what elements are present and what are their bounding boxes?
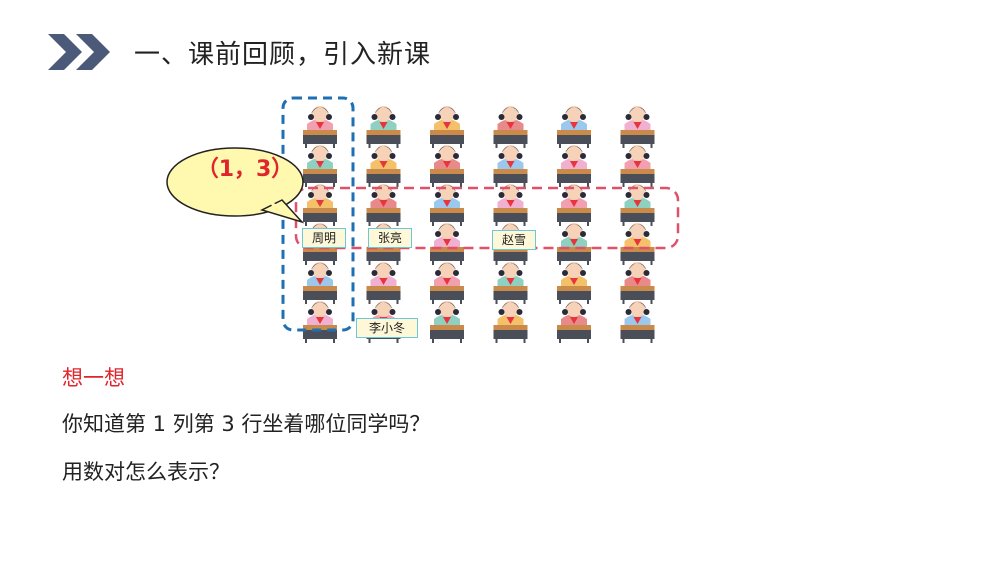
student-desk xyxy=(303,301,337,343)
student-desk xyxy=(557,184,591,226)
student-desk xyxy=(430,262,464,304)
student-desk xyxy=(303,106,337,148)
question-1: 你知道第 1 列第 3 行坐着哪位同学吗？ xyxy=(62,412,431,436)
student-desk xyxy=(493,301,528,343)
student-desk xyxy=(557,301,591,343)
student-desk xyxy=(303,262,337,304)
student-desk xyxy=(620,184,655,226)
coordinate-pair-text: （1，3） xyxy=(196,157,294,182)
nameplate-zhou-ming: 周明 xyxy=(302,228,346,248)
speech-bubble xyxy=(166,147,305,224)
student-desk xyxy=(620,223,655,265)
student-desk xyxy=(493,262,528,304)
question-2: 用数对怎么表示？ xyxy=(62,460,230,484)
chevron-double-right-icon xyxy=(48,34,110,70)
student-desk xyxy=(557,106,591,148)
student-desk xyxy=(303,184,337,226)
student-desk xyxy=(366,262,401,304)
student-desk xyxy=(430,223,464,265)
student-desk xyxy=(366,184,401,226)
student-desk xyxy=(430,184,464,226)
student-desk xyxy=(557,262,591,304)
page-title: 一、课前回顾，引入新课 xyxy=(134,40,432,70)
nameplate-zhang-liang: 张亮 xyxy=(368,228,412,248)
highlight-row xyxy=(294,186,680,250)
student-desk xyxy=(620,301,655,343)
student-desk xyxy=(620,106,655,148)
student-desk xyxy=(557,145,591,187)
student-desk xyxy=(493,106,528,148)
student-desk xyxy=(303,145,337,187)
student-desk xyxy=(430,301,464,343)
think-label: 想一想 xyxy=(62,366,125,390)
student-desk xyxy=(430,106,464,148)
student-desk xyxy=(493,184,528,226)
nameplate-zhao-xue: 赵雪 xyxy=(492,230,536,250)
student-desk xyxy=(620,145,655,187)
student-desk xyxy=(620,262,655,304)
student-desk xyxy=(557,223,591,265)
nameplate-li-xiaodong: 李小冬 xyxy=(356,318,418,338)
student-desk xyxy=(366,145,401,187)
student-desk xyxy=(493,145,528,187)
student-desk xyxy=(366,106,401,148)
highlight-column xyxy=(281,96,355,332)
student-desk xyxy=(430,145,464,187)
